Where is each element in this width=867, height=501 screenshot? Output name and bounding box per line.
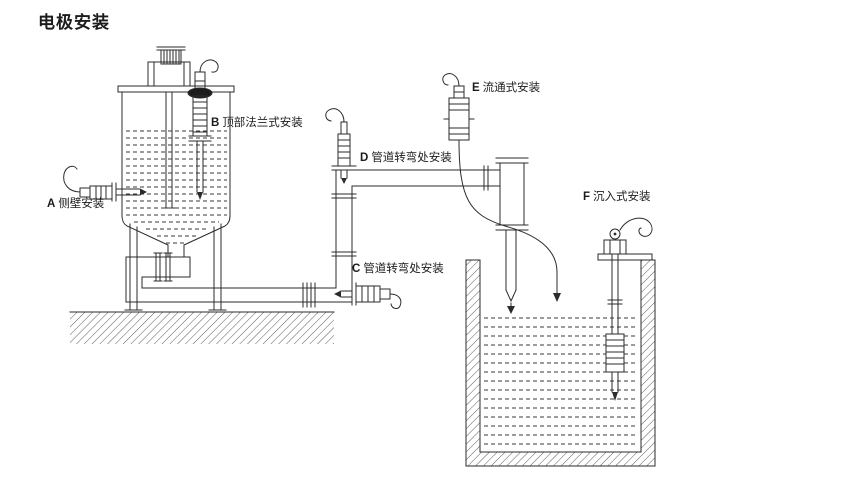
label-f-text: 沉入式安装	[593, 189, 651, 203]
electrode-b-top-flange	[187, 59, 219, 200]
discharge-arrow	[507, 306, 515, 314]
discharge-nozzle	[505, 229, 517, 307]
label-c-letter: C	[352, 263, 360, 275]
flow-cell-e	[442, 73, 561, 302]
ground-pipe-run	[125, 256, 353, 303]
electrode-c-pipe-bend	[334, 282, 402, 309]
electrode-c-body	[355, 285, 381, 303]
electrode-a-probe	[115, 188, 141, 196]
flow-cell-outlet-arrow	[553, 293, 561, 302]
spool-flange-bolts	[153, 252, 173, 282]
electrode-d-body	[337, 133, 351, 167]
page-title: 电极安装	[38, 12, 110, 32]
electrode-f-base-plate	[597, 253, 653, 261]
tank-vessel	[117, 46, 235, 311]
ground-pipe-flange-pair	[302, 282, 316, 308]
electrode-f-swivel-pin	[613, 232, 617, 236]
electrode-a-side-wall	[63, 165, 147, 202]
tank-motor-cap	[156, 46, 186, 65]
electrode-c-flange	[351, 282, 357, 306]
label-b-text: 顶部法兰式安装	[222, 115, 303, 129]
electrode-c-cable	[389, 293, 402, 309]
electrode-b-probe	[196, 140, 204, 193]
electrode-f-submersion	[597, 217, 653, 401]
flow-cell-connector	[453, 85, 465, 99]
electrode-f-clamp	[603, 239, 627, 255]
electrode-f-collar	[607, 299, 623, 305]
electrode-f-body-bands	[605, 339, 625, 365]
electrode-b-connector	[194, 71, 206, 91]
flow-cell-body	[443, 97, 475, 141]
electrode-d-tip	[341, 178, 347, 184]
ground-fill	[70, 312, 334, 344]
electrode-d-pipe-bend	[325, 108, 357, 184]
label-c-text: 管道转弯处安装	[363, 261, 444, 275]
electrode-c-tip	[334, 290, 341, 298]
electrode-f-cable	[619, 217, 653, 237]
tank-legs	[124, 223, 227, 311]
electrode-d-probe	[340, 169, 348, 179]
tank-walls	[121, 91, 231, 217]
electrode-a-tip	[140, 188, 147, 196]
pipe-riser-and-header	[331, 157, 529, 314]
electrode-f-body	[605, 333, 625, 373]
label-e-text: 流通式安装	[483, 80, 541, 94]
riser-flanges	[331, 193, 357, 257]
electrode-a-connector	[79, 187, 91, 198]
electrode-d-connector	[340, 121, 348, 135]
tank-cone-bottom	[121, 215, 231, 258]
electrode-d-cable	[325, 108, 345, 123]
electrode-c-connector	[379, 288, 391, 300]
electrode-c-probe	[340, 290, 353, 298]
outlet-piping	[125, 252, 353, 308]
electrode-b-coupling	[188, 135, 212, 142]
label-b-letter: B	[211, 117, 219, 129]
electrode-a-flange	[111, 182, 117, 202]
upper-header-pipe	[335, 169, 501, 187]
electrode-a-cable	[63, 165, 81, 193]
header-flange-pair	[483, 165, 489, 191]
pit-basin	[465, 259, 656, 467]
label-f-letter: F	[583, 191, 590, 203]
tee-fitting	[495, 157, 529, 231]
flanged-spool	[125, 256, 191, 278]
electrode-f-rod	[611, 253, 619, 335]
electrode-a-body	[89, 185, 113, 200]
riser-pipe	[335, 169, 353, 303]
label-a-text: 侧壁安装	[58, 196, 104, 210]
electrode-f-tip	[612, 392, 618, 401]
tank-neck	[147, 61, 191, 87]
electrode-b-body	[192, 95, 208, 137]
label-d-text: 管道转弯处安装	[371, 150, 452, 164]
electrode-d-flange	[331, 165, 357, 171]
label-e-letter: E	[472, 82, 480, 94]
flow-cell-outlet-hose	[458, 139, 558, 294]
label-a-letter: A	[47, 198, 55, 210]
electrode-b-cable	[199, 59, 219, 73]
flow-cell-cable	[442, 73, 460, 87]
label-d-letter: D	[360, 152, 368, 164]
tank-top-flange	[117, 85, 235, 93]
tank-liquid-dashes	[126, 130, 227, 244]
electrode-f-stem	[611, 371, 619, 393]
agitator-shaft	[161, 91, 177, 209]
ground-hatch	[69, 311, 335, 344]
electrode-b-tip	[197, 192, 203, 200]
